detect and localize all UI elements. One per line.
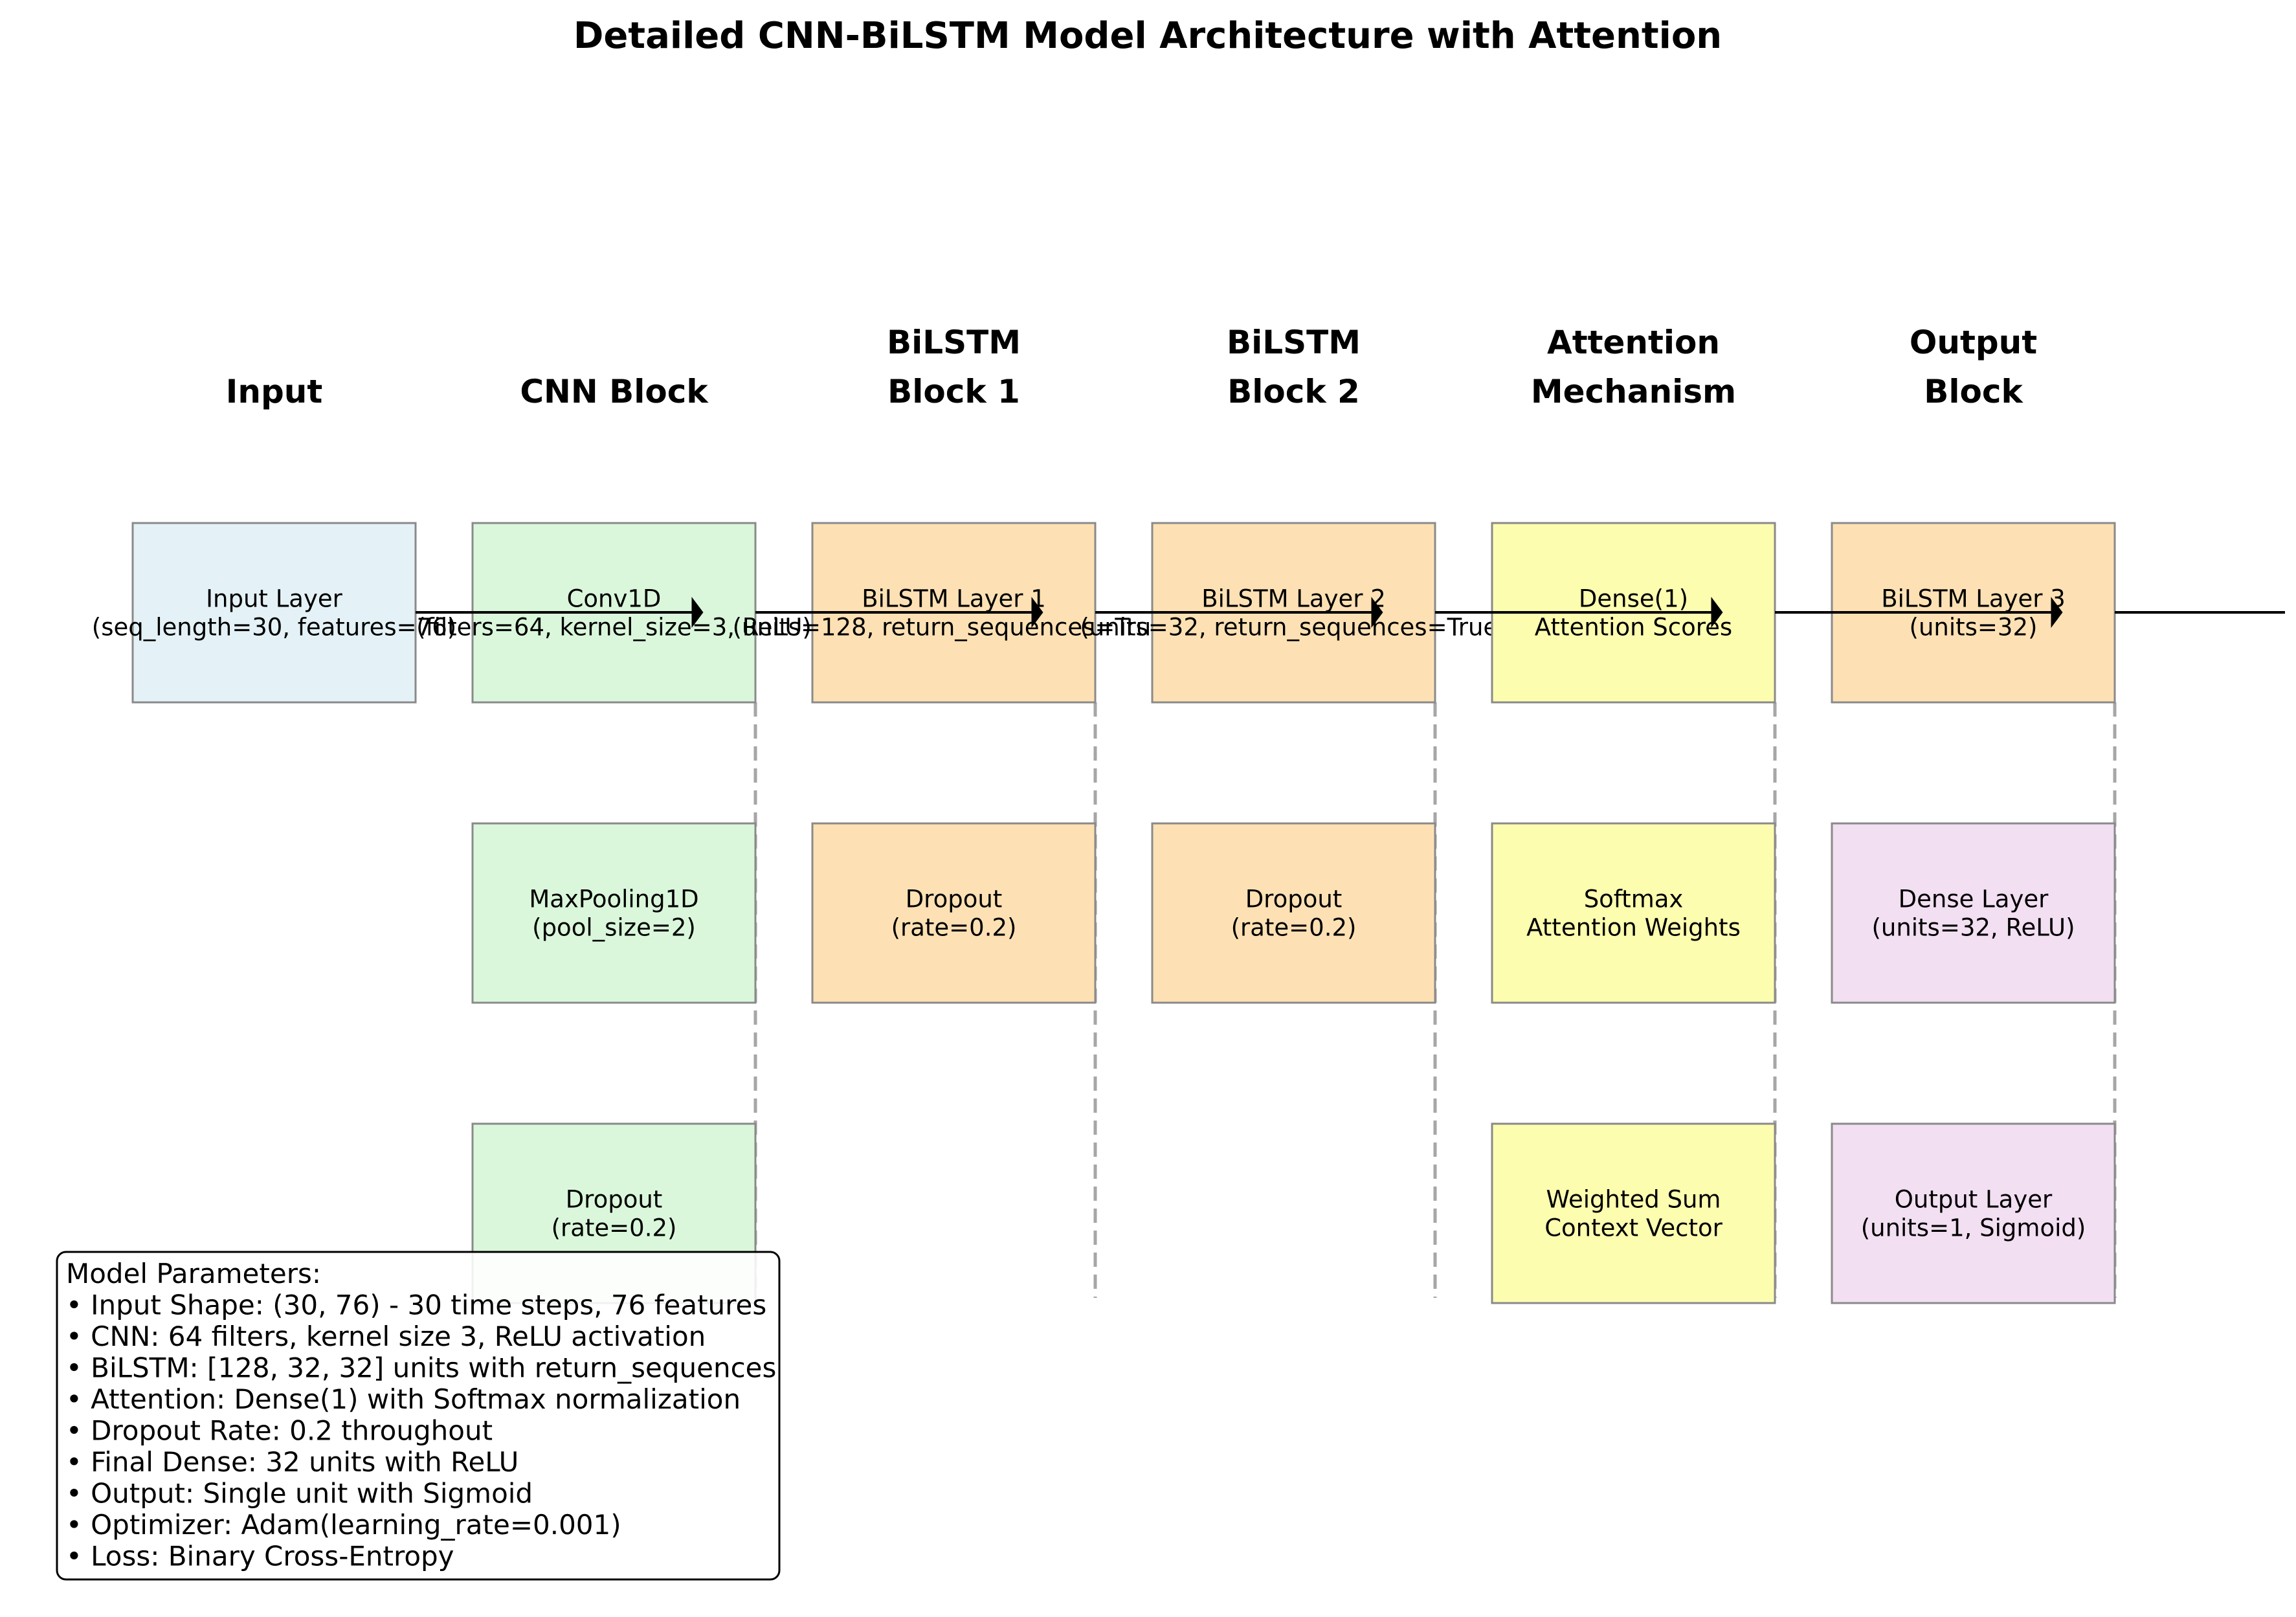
- layer-box-output-2: Dense Layer(units=32, ReLU): [1831, 822, 2116, 1004]
- column-header-bilstm1: BiLSTM: [887, 324, 1021, 361]
- layer-box-rect: [1831, 822, 2116, 1004]
- column-header-output: Block: [1924, 373, 2023, 410]
- layer-box-rect: [131, 522, 417, 704]
- flow-arrow-head: [691, 597, 704, 628]
- layer-box-label: Weighted Sum: [1546, 1186, 1721, 1214]
- diagram-title: Detailed CNN-BiLSTM Model Architecture w…: [574, 15, 1722, 57]
- layer-box-label: (pool_size=2): [532, 914, 696, 942]
- model-parameter-item: • Dropout Rate: 0.2 throughout: [66, 1415, 493, 1447]
- layer-box-bilstm1-2: Dropout(rate=0.2): [811, 822, 1097, 1004]
- layer-box-label: (rate=0.2): [552, 1214, 677, 1242]
- layer-box-label: (filters=64, kernel_size=3, ReLU): [416, 614, 812, 641]
- layer-box-label: (units=1, Sigmoid): [1861, 1214, 2086, 1242]
- model-parameter-item: • Output: Single unit with Sigmoid: [66, 1478, 533, 1510]
- layer-box-label: BiLSTM Layer 2: [1201, 585, 1386, 613]
- model-parameter-item: • Attention: Dense(1) with Softmax norma…: [66, 1383, 741, 1415]
- model-parameter-item: • Optimizer: Adam(learning_rate=0.001): [66, 1509, 621, 1541]
- layer-box-label: (units=32): [1910, 614, 2038, 641]
- column-header-cnn: CNN Block: [520, 373, 709, 410]
- model-parameter-item: • Input Shape: (30, 76) - 30 time steps,…: [66, 1289, 766, 1321]
- layer-box-cnn-2: MaxPooling1D(pool_size=2): [471, 822, 757, 1004]
- column-header-output: Output: [1910, 324, 2037, 361]
- layer-box-label: (units=32, ReLU): [1871, 914, 2075, 942]
- flow-arrow-layer: [416, 597, 2285, 628]
- layer-box-label: Attention Weights: [1526, 914, 1741, 942]
- layer-box-label: MaxPooling1D: [529, 886, 698, 913]
- column-header-bilstm2: BiLSTM: [1227, 324, 1361, 361]
- column-header-layer: Input CNN Block BiLSTM Block 1 BiLSTM Block 2…: [226, 324, 2037, 410]
- layer-box-label: Output Layer: [1895, 1186, 2053, 1214]
- model-parameters-heading: Model Parameters:: [66, 1258, 321, 1289]
- model-parameter-item: • Final Dense: 32 units with ReLU: [66, 1446, 518, 1478]
- layer-box-label: Dropout: [1245, 886, 1343, 913]
- model-parameter-item: • Loss: Binary Cross-Entropy: [66, 1541, 454, 1572]
- model-parameter-item: • CNN: 64 filters, kernel size 3, ReLU a…: [66, 1321, 706, 1352]
- layer-box-label: Conv1D: [567, 585, 662, 613]
- layer-box-input-1: Input Layer(seq_length=30, features=76): [92, 522, 456, 704]
- model-parameters-box: [56, 1251, 781, 1581]
- layer-box-label: Dropout: [566, 1186, 663, 1214]
- model-parameters-panel: Model Parameters:• Input Shape: (30, 76)…: [56, 1251, 781, 1581]
- layer-box-label: BiLSTM Layer 3: [1881, 585, 2066, 613]
- flow-arrow-head: [2051, 597, 2063, 628]
- layer-box-bilstm2-2: Dropout(rate=0.2): [1151, 822, 1436, 1004]
- model-parameter-item: • BiLSTM: [128, 32, 32] units with retur…: [66, 1352, 776, 1384]
- column-header-input: Input: [226, 373, 323, 410]
- layer-box-label: BiLSTM Layer 1: [862, 585, 1046, 613]
- layer-box-rect: [1491, 822, 1776, 1004]
- layer-box-rect: [1151, 822, 1436, 1004]
- layer-box-label: (rate=0.2): [1231, 914, 1357, 942]
- layer-box-rect: [471, 822, 757, 1004]
- layer-box-label: (units=32, return_sequences=True): [1080, 614, 1507, 641]
- layer-box-label: (seq_length=30, features=76): [92, 614, 456, 641]
- column-header-attention: Attention: [1547, 324, 1720, 361]
- layer-box-label: Input Layer: [206, 585, 343, 613]
- layer-box-output-3: Output Layer(units=1, Sigmoid): [1831, 1122, 2116, 1304]
- column-header-attention: Mechanism: [1531, 373, 1736, 410]
- layer-box-rect: [1831, 1122, 2116, 1304]
- layer-box-label: Dropout: [906, 886, 1003, 913]
- layer-box-rect: [1491, 1122, 1776, 1304]
- layer-box-label: Context Vector: [1544, 1214, 1722, 1242]
- column-header-bilstm1: Block 1: [887, 373, 1020, 410]
- flow-arrow-head: [1031, 597, 1043, 628]
- layer-box-layer: Input Layer(seq_length=30, features=76) C…: [92, 522, 2116, 1304]
- layer-box-label: Softmax: [1584, 886, 1684, 913]
- layer-box-label: (rate=0.2): [891, 914, 1017, 942]
- layer-box-label: (units=128, return_sequences=True): [733, 614, 1176, 641]
- flow-arrow-head: [1711, 597, 1723, 628]
- column-header-bilstm2: Block 2: [1227, 373, 1360, 410]
- layer-box-label: Dense(1): [1579, 585, 1688, 613]
- flow-arrow-head: [1371, 597, 1383, 628]
- layer-box-label: Attention Scores: [1535, 614, 1732, 641]
- layer-box-label: Dense Layer: [1899, 886, 2049, 913]
- layer-box-rect: [811, 822, 1097, 1004]
